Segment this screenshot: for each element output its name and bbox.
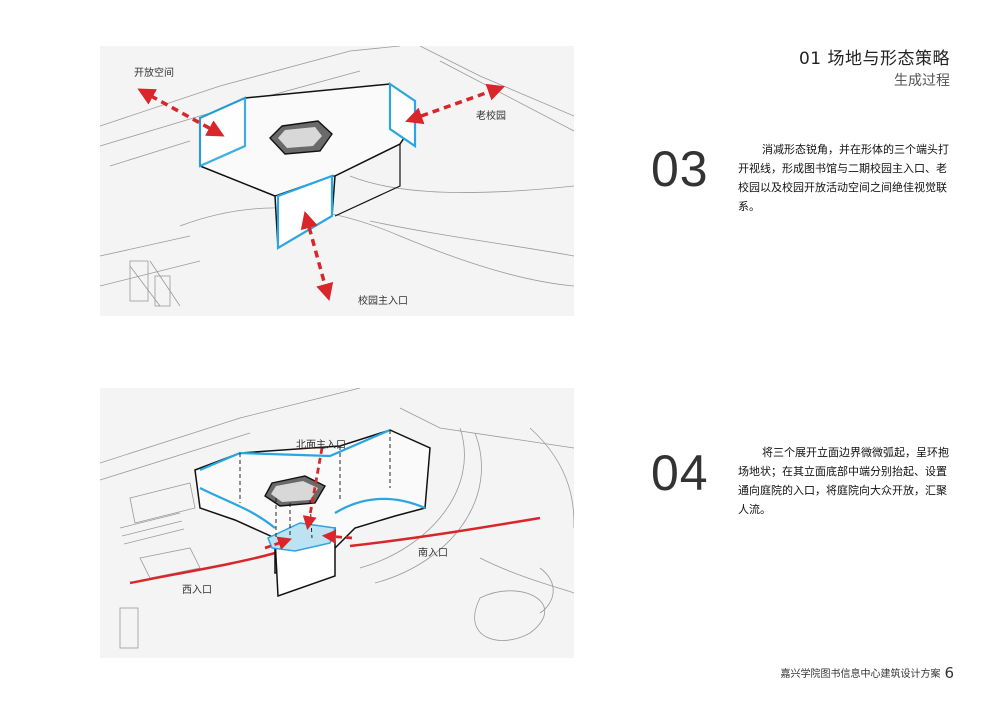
- label-west-entrance: 西入口: [182, 585, 212, 596]
- page-subtitle: 生成过程: [894, 73, 950, 89]
- site-context-lines: [100, 388, 574, 649]
- entrance-arrows-step-04: [264, 447, 353, 550]
- step-description-03: 消减形态锐角，并在形体的三个端头打开视线，形成图书馆与二期校园主入口、老校园以及…: [738, 143, 949, 213]
- diagram-step-04: 北面主入口 南入口 西入口: [100, 388, 574, 658]
- page-number: 6: [944, 664, 954, 682]
- label-old-campus: 老校园: [476, 109, 506, 122]
- direction-arrows-step-03: [137, 83, 505, 302]
- building-mass-step-04: [194, 428, 431, 598]
- step-description-04: 将三个展开立面边界微微弧起，呈环抱场地状；在其立面底部中端分别抬起、设置通向庭院…: [738, 446, 949, 516]
- step-number-03: 03: [651, 141, 709, 197]
- diagram-step-03: 开放空间 老校园 校园主入口: [100, 46, 574, 316]
- label-north-entrance: 北面主入口: [296, 439, 346, 451]
- site-context-lines: [100, 46, 574, 307]
- page-title: 01 场地与形态策略: [798, 49, 950, 69]
- step-number-04: 04: [651, 445, 709, 501]
- label-south-entrance: 南入口: [418, 546, 448, 559]
- label-main-entrance: 校园主入口: [358, 294, 408, 307]
- diagram-step-03-svg: 开放空间 老校园 校园主入口: [100, 46, 574, 307]
- circulation-paths-step-04: [129, 516, 541, 585]
- label-open-space: 开放空间: [134, 66, 174, 79]
- diagram-step-04-svg: 北面主入口 南入口 西入口: [100, 388, 574, 649]
- footer-project-name: 嘉兴学院图书信息中心建筑设计方案: [780, 669, 941, 680]
